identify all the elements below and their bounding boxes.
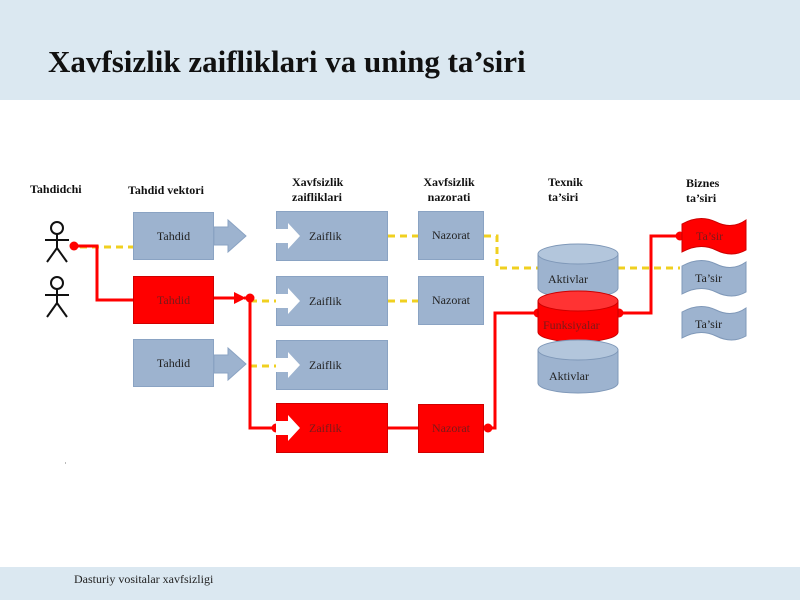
threat-label-3: Tahdid <box>156 355 191 370</box>
header-threat-agent: Tahdidchi <box>30 182 82 196</box>
weakness-arrow-2 <box>276 288 300 314</box>
header-biz-impact-line1: Biznes <box>686 176 720 190</box>
header-vulnerabilities-line2: zaifliklari <box>292 190 342 204</box>
control-box-1: Nazorat <box>418 211 484 260</box>
header-controls: Xavfsizlik nazorati <box>418 175 480 205</box>
dashed-link-control1-assets1 <box>484 234 538 270</box>
impact-label-2: Ta’sir <box>695 271 723 285</box>
impact-label-1: Ta’sir <box>696 229 724 243</box>
functions-label: Funksiyalar <box>543 318 600 332</box>
attack-path-agent-threat2 <box>74 244 133 302</box>
header-biz-impact: Biznes ta’siri <box>686 176 719 206</box>
header-tech-impact-line2: ta’siri <box>548 190 579 204</box>
slide-footer: Dasturiy vositalar xavfsizligi <box>74 572 214 586</box>
header-vulnerabilities: Xavfsizlik zaifliklari <box>292 175 343 205</box>
stray-mark <box>65 462 66 464</box>
stick-figure-1 <box>45 221 69 263</box>
asset-cylinder-1 <box>537 243 619 299</box>
attack-dot-control <box>483 423 493 433</box>
threat-label-1: Tahdid <box>156 228 191 243</box>
header-controls-line2: nazorati <box>427 190 471 204</box>
control-label-3: Nazorat <box>432 421 470 435</box>
header-vulnerabilities-line1: Xavfsizlik <box>292 175 344 189</box>
asset-label-1: Aktivlar <box>548 272 588 286</box>
threat-box-2: Tahdid <box>133 276 214 324</box>
weakness-arrow-4 <box>276 415 300 441</box>
threat-label-2: Tahdid <box>156 292 191 307</box>
header-tech-impact-line1: Texnik <box>548 175 583 189</box>
threat-arrow-3 <box>213 346 247 382</box>
impact-flag-3 <box>681 306 747 341</box>
header-biz-impact-line2: ta’siri <box>686 191 717 205</box>
control-box-2: Nazorat <box>418 276 484 325</box>
weakness-label-2: Zaiflik <box>309 293 342 308</box>
attack-arrowhead-1 <box>234 292 246 304</box>
header-controls-line1: Xavfsizlik <box>423 175 475 189</box>
footer-band <box>0 567 800 600</box>
header-tech-impact: Texnik ta’siri <box>548 175 583 205</box>
asset-cylinder-2 <box>537 339 619 394</box>
dashed-links <box>80 234 680 368</box>
title-band <box>0 0 800 100</box>
attack-dot-origin <box>69 241 79 251</box>
weakness-arrow-1 <box>276 223 300 249</box>
weakness-label-1: Zaiflik <box>309 228 342 243</box>
impact-flag-2 <box>681 260 747 297</box>
stick-figure-2 <box>45 276 69 318</box>
threat-box-3: Tahdid <box>133 339 214 387</box>
weakness-label-4: Zaiflik <box>309 420 342 435</box>
threat-arrow-1 <box>213 218 247 254</box>
control-label-1: Nazorat <box>432 228 470 242</box>
slide-title: Xavfsizlik zaifliklari va uning ta’siri <box>48 44 526 79</box>
asset-label-2: Aktivlar <box>549 369 589 383</box>
functions-cylinder <box>537 290 619 343</box>
attack-dot-junction <box>245 293 255 303</box>
control-label-2: Nazorat <box>432 293 470 307</box>
attack-path-functions-impact1 <box>618 234 682 315</box>
threat-box-1: Tahdid <box>133 212 214 260</box>
impact-label-3: Ta’sir <box>695 317 723 331</box>
control-box-3: Nazorat <box>418 404 484 453</box>
impact-flag-1 <box>681 218 747 255</box>
weakness-arrow-3 <box>276 352 300 378</box>
header-threat-vector: Tahdid vektori <box>128 183 204 197</box>
weakness-label-3: Zaiflik <box>309 357 342 372</box>
